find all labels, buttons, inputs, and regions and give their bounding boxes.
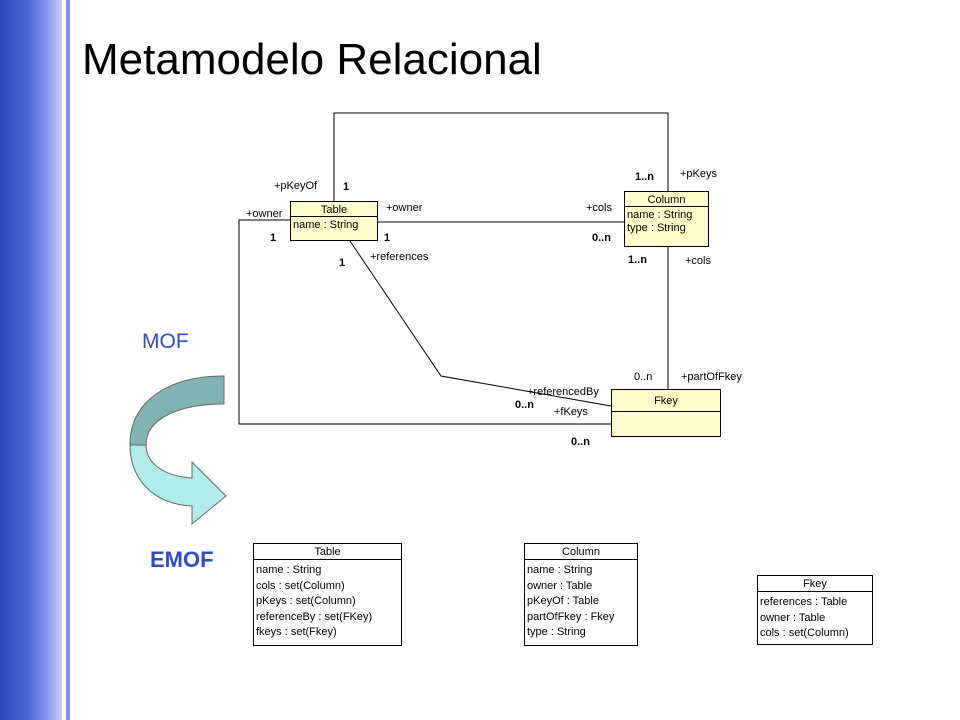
transformation-arrow: [129, 375, 227, 526]
mult-cols-column: 0..n: [592, 232, 611, 244]
sidebar-line: [66, 0, 70, 720]
class-name: Fkey: [758, 576, 872, 592]
role-owner: +owner: [386, 202, 423, 214]
class-name: Column: [525, 544, 637, 560]
class-attribute-line: cols : set(Column): [760, 627, 849, 639]
class-attributes: references : Table owner : Table cols : …: [758, 592, 872, 645]
emof-label: EMOF: [150, 547, 214, 572]
mult-partoffkey: 0..n: [634, 371, 653, 383]
role-fkeys: +fKeys: [554, 406, 588, 418]
class-attribute-line: name : String: [527, 564, 593, 576]
role-pkeys: +pKeys: [680, 168, 717, 180]
sidebar-decoration: [0, 0, 62, 720]
class-attributes: name : String owner : Table pKeyOf : Tab…: [525, 560, 637, 644]
class-attribute-line: referenceBy : set(FKey): [256, 610, 373, 623]
pkey-association: [333, 112, 669, 201]
mult-references-table: 1: [339, 257, 346, 269]
owner-fkeys-association: [238, 219, 611, 425]
role-owner-left: +owner: [246, 208, 283, 220]
class-attribute-line: partOfFkey : Fkey: [527, 610, 615, 623]
mult-pkeyof: 1: [343, 181, 350, 193]
role-partoffkey: +partOfFkey: [681, 371, 742, 383]
class-divider: [611, 411, 721, 412]
class-name: Table: [254, 544, 401, 560]
mult-pkeys: 1..n: [635, 171, 654, 183]
emof-fkey-class: Fkey references : Table owner : Table co…: [757, 575, 873, 645]
mof-fkey-class: Fkey: [611, 389, 721, 437]
class-attribute-line: fkeys : set(Fkey): [256, 626, 337, 638]
class-attribute-line: type : String: [527, 626, 586, 638]
class-attribute-line: name : String: [256, 564, 322, 576]
emof-table-class: Table name : String cols : set(Column) p…: [253, 543, 402, 646]
role-cols-right: +cols: [685, 255, 711, 267]
role-references: +references: [370, 251, 429, 263]
mof-table-class: Table name : String: [290, 201, 378, 241]
class-attribute-line: pKeys : set(Column): [256, 595, 356, 607]
mult-referencedby: 0..n: [515, 399, 534, 411]
class-attribute-line: type : String: [627, 222, 686, 234]
role-pkeyof: +pKeyOf: [274, 180, 318, 192]
class-attribute-compartment: [612, 412, 720, 436]
mult-owner-table: 1: [384, 232, 391, 244]
class-attribute-line: owner : Table: [527, 579, 593, 592]
class-name: Table: [291, 202, 377, 217]
class-attribute: name : String: [293, 219, 359, 231]
references-association: [349, 240, 612, 407]
mof-label: MOF: [142, 330, 189, 353]
slide-title: Metamodelo Relacional: [82, 35, 542, 84]
class-attributes: name : String cols : set(Column) pKeys :…: [254, 560, 401, 644]
class-name: Column: [625, 192, 708, 207]
class-attribute-line: pKeyOf : Table: [527, 595, 599, 607]
class-attribute-line: owner : Table: [760, 611, 826, 624]
mult-fkeys: 0..n: [571, 436, 590, 448]
mof-column-class: Column name : String type : String: [624, 191, 709, 247]
role-referencedby: +referencedBy: [527, 386, 599, 398]
mult-owner-left: 1: [270, 232, 277, 244]
class-attribute: name : String type : String: [625, 207, 708, 237]
class-attribute-line: cols : set(Column): [256, 579, 345, 592]
class-attribute-line: references : Table: [760, 596, 848, 608]
mult-cols-right: 1..n: [628, 254, 647, 266]
class-name: Fkey: [612, 390, 720, 412]
emof-column-class: Column name : String owner : Table pKeyO…: [524, 543, 638, 646]
role-cols-top: +cols: [586, 202, 612, 214]
class-attribute-line: name : String: [627, 209, 693, 221]
